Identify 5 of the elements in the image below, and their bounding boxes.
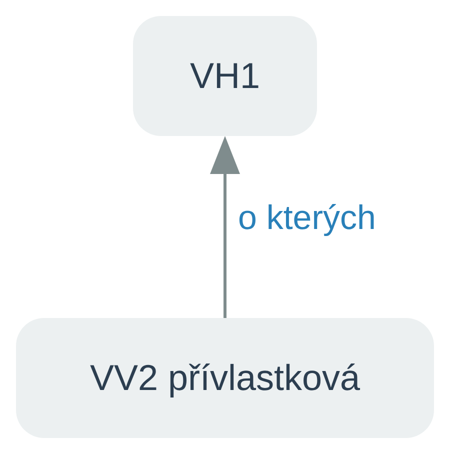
rounded-box <box>133 16 317 136</box>
node-text: VH1 <box>190 55 260 97</box>
rounded-box <box>16 318 434 438</box>
node-text: VV2 přívlastková <box>90 357 360 399</box>
arrow <box>210 136 240 318</box>
